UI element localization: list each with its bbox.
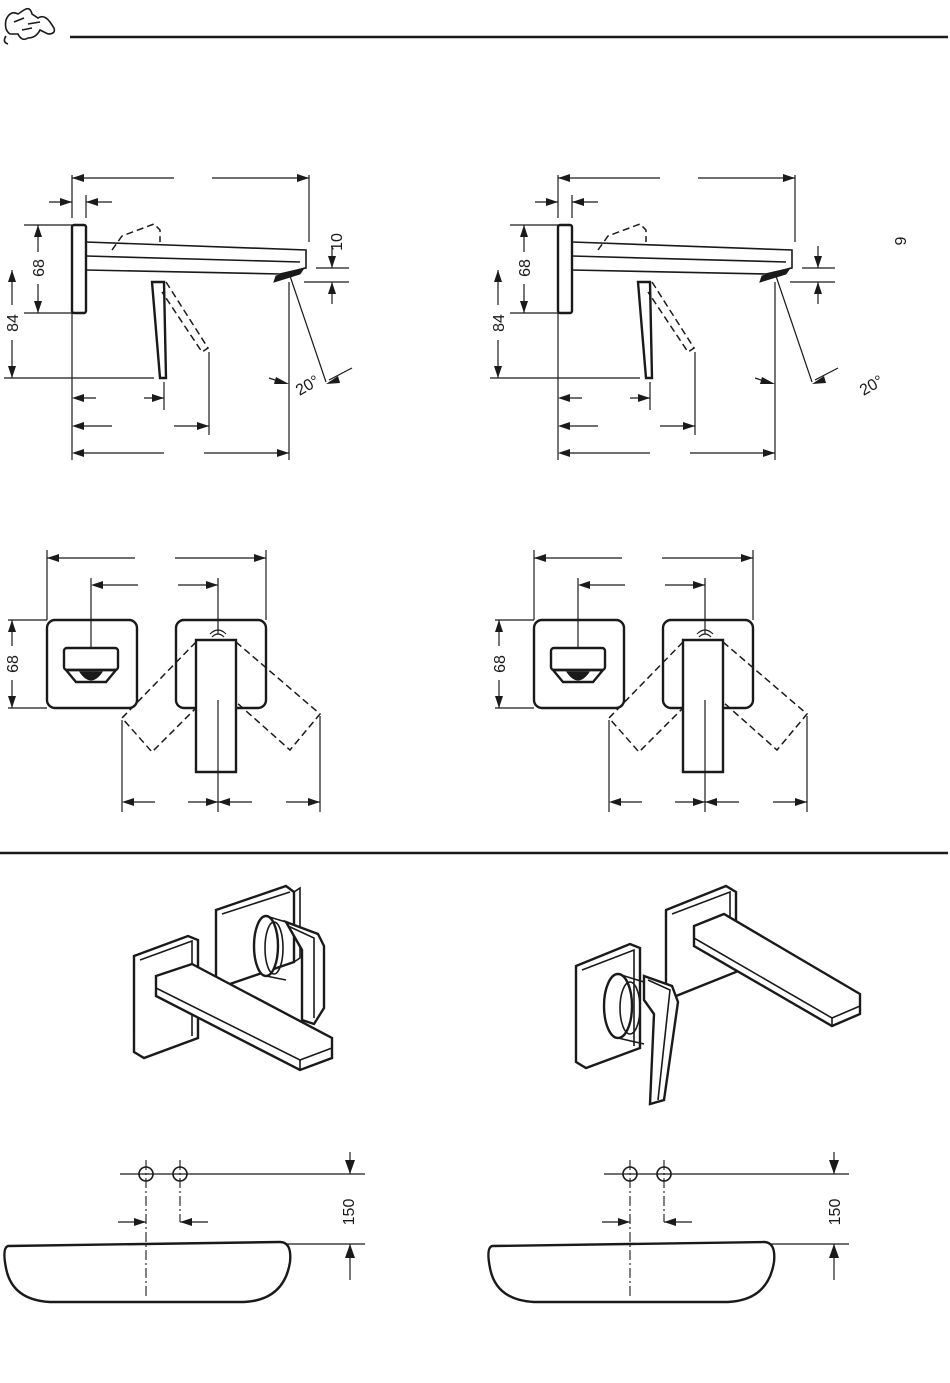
basin-plan-right: 150 xyxy=(488,1152,849,1302)
dim-plate-height: 68 xyxy=(492,655,509,673)
dim-plate-height: 68 xyxy=(5,655,22,673)
side-view-left: 10 68 84 20° xyxy=(4,174,352,460)
isometric-view-left xyxy=(134,886,332,1070)
front-view-right: 68 xyxy=(492,550,807,812)
dim-plate-height: 68 xyxy=(517,259,534,277)
front-view-left: 68 xyxy=(5,550,320,812)
dim-lever-drop: 84 xyxy=(5,314,22,332)
dim-spout-gap: 10 xyxy=(329,233,346,251)
isometric-view-right xyxy=(576,886,860,1104)
dim-lever-drop: 84 xyxy=(491,314,508,332)
dim-spray-angle: 20° xyxy=(293,373,322,400)
dim-basin-spacing: 150 xyxy=(827,1199,844,1226)
side-view-right: 9 68 84 20° xyxy=(490,174,910,460)
dim-basin-spacing: 150 xyxy=(341,1199,358,1226)
dim-spray-angle: 20° xyxy=(857,373,886,400)
dim-spout-gap: 9 xyxy=(893,236,910,245)
wall-mixer-icon xyxy=(4,9,54,44)
basin-plan-left: 150 xyxy=(4,1152,365,1302)
dim-plate-height: 68 xyxy=(31,259,48,277)
